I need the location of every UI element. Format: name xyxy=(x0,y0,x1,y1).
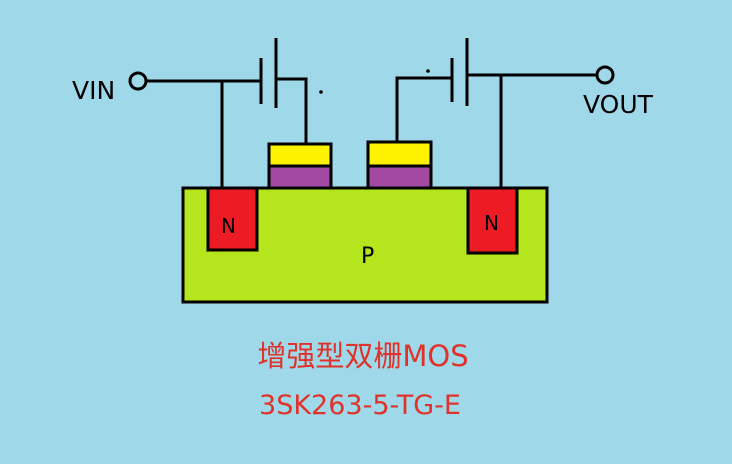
capacitor-1-polarity-dot xyxy=(319,90,323,94)
capacitor-2-polarity-dot xyxy=(426,69,430,73)
vin-wire xyxy=(146,79,260,188)
diagram-title: 增强型双栅MOS xyxy=(257,339,469,373)
gate1-metal xyxy=(267,142,333,168)
n-source-label: N xyxy=(221,214,236,238)
n-region-drain xyxy=(466,186,519,255)
gate1-oxide xyxy=(267,164,333,190)
vout-terminal xyxy=(595,65,615,85)
capacitor-1 xyxy=(259,38,308,144)
gate2-oxide xyxy=(366,164,433,190)
vin-label: VIN xyxy=(72,76,115,105)
vout-wire xyxy=(467,73,597,188)
substrate-label: P xyxy=(361,244,374,269)
n-region-source xyxy=(206,186,259,252)
capacitor-2 xyxy=(395,38,469,142)
n-drain-label: N xyxy=(484,211,499,235)
vin-terminal xyxy=(128,71,148,91)
part-number: 3SK263-5-TG-E xyxy=(259,390,461,421)
gate2-metal xyxy=(366,140,433,168)
vout-label: VOUT xyxy=(583,90,654,119)
